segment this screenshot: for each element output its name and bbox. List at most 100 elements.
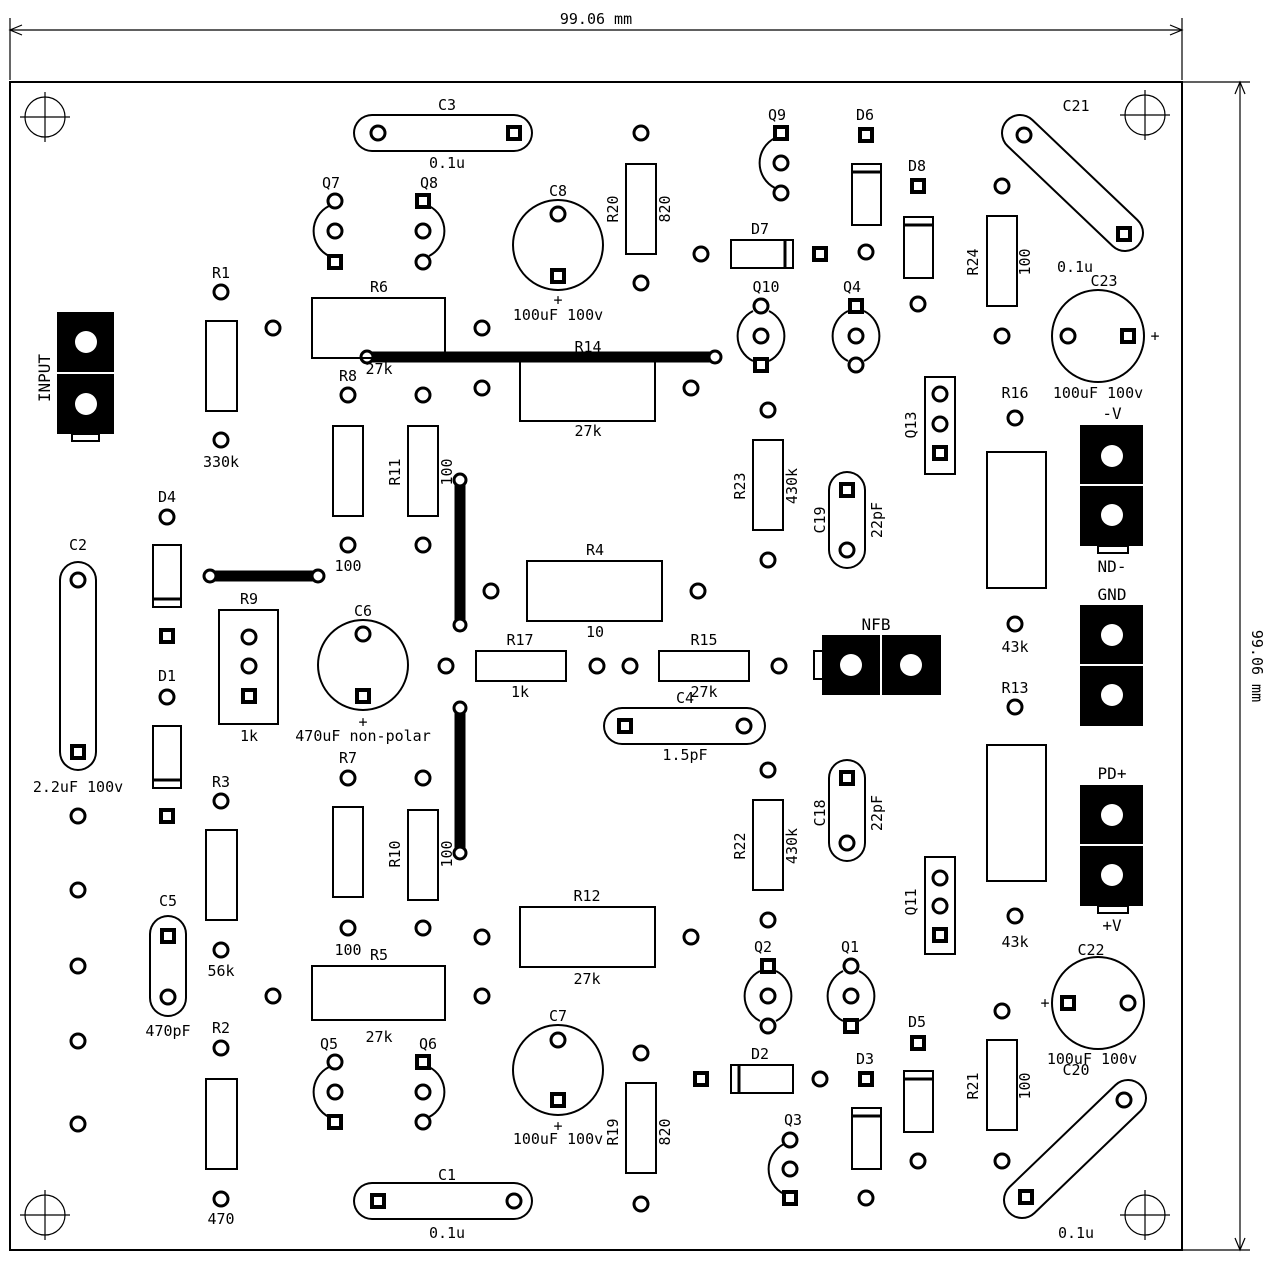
- r11-ref: R11: [386, 458, 404, 485]
- d3-ref: D3: [856, 1050, 874, 1068]
- q8-ref: Q8: [420, 174, 438, 192]
- r5-ref: R5: [370, 946, 388, 964]
- c6-plus: +: [358, 713, 367, 731]
- pad: [212, 792, 230, 810]
- q11-ref: Q11: [902, 888, 920, 915]
- pad: [759, 551, 777, 569]
- jumper-wires: [204, 351, 721, 859]
- r17-ref: R17: [506, 631, 533, 649]
- r11-body: [407, 425, 439, 517]
- r16-value: 43k: [1001, 638, 1028, 656]
- r12-value: 27k: [573, 970, 600, 988]
- height-dimension-label: 99.06 mm: [1248, 630, 1266, 702]
- pad: [1006, 615, 1024, 633]
- q10-ref: Q10: [752, 278, 779, 296]
- q6-ref: Q6: [419, 1035, 437, 1053]
- r16-body: [986, 451, 1047, 589]
- pad: [240, 628, 258, 646]
- pad: [414, 536, 432, 554]
- pad: [931, 415, 949, 433]
- mounting-hole-bottom-left: [20, 1190, 70, 1240]
- pad: [212, 941, 230, 959]
- d7-ref: D7: [751, 220, 769, 238]
- q9-ref: Q9: [768, 106, 786, 124]
- width-dimension-label: 99.06 mm: [560, 10, 632, 28]
- r20-body: [625, 163, 657, 255]
- c3-value: 0.1u: [429, 154, 465, 172]
- pad: [339, 386, 357, 404]
- pad: [326, 192, 344, 210]
- r7-value: 100: [334, 941, 361, 959]
- pad: [759, 911, 777, 929]
- r21-body: [986, 1039, 1018, 1131]
- q8-body: [428, 205, 446, 257]
- q11-body: [924, 856, 956, 955]
- r9-body: [218, 609, 279, 725]
- q1-ref: Q1: [841, 938, 859, 956]
- mounting-hole-bottom-right: [1120, 1190, 1170, 1240]
- r24-ref: R24: [964, 248, 982, 275]
- r1-body: [205, 320, 238, 412]
- pad: [632, 1195, 650, 1213]
- c3-ref: C3: [438, 96, 456, 114]
- r9-value: 1k: [240, 727, 258, 745]
- pad: [857, 1189, 875, 1207]
- pad: [931, 897, 949, 915]
- pad: [931, 385, 949, 403]
- dimension-lines: [8, 18, 1250, 1252]
- r21-value: 100: [1016, 1072, 1034, 1099]
- pad: [842, 987, 860, 1005]
- pad: [682, 379, 700, 397]
- c23-body: [1051, 289, 1145, 383]
- r6-ref: R6: [370, 278, 388, 296]
- d6-ref: D6: [856, 106, 874, 124]
- connector-nfb-label: NFB: [862, 615, 891, 634]
- q10-body: [736, 310, 786, 362]
- component-labels: C3 0.1u C1 0.1u C2 2.2uF 100v C4 1.5pF C…: [33, 96, 1160, 1242]
- pad: [473, 319, 491, 337]
- connector-input: [57, 312, 114, 442]
- board-outline: [9, 81, 1183, 1251]
- c7-body: [512, 1024, 604, 1116]
- pad: [212, 1190, 230, 1208]
- pad: [759, 401, 777, 419]
- pad: [993, 1002, 1011, 1020]
- r8-body: [332, 425, 364, 517]
- r1-value: 330k: [203, 453, 239, 471]
- r22-value: 430k: [783, 828, 801, 864]
- c20-value: 0.1u: [1058, 1224, 1094, 1242]
- d2-body: [730, 1064, 794, 1094]
- pad: [339, 536, 357, 554]
- q5-ref: Q5: [320, 1035, 338, 1053]
- pad: [326, 222, 344, 240]
- pad: [759, 1017, 777, 1035]
- c5-ref: C5: [159, 892, 177, 910]
- pad: [909, 1152, 927, 1170]
- pad: [264, 319, 282, 337]
- pad: [588, 657, 606, 675]
- pad: [240, 657, 258, 675]
- pad: [369, 124, 387, 142]
- pad: [482, 582, 500, 600]
- pad: [857, 243, 875, 261]
- c6-value: 470uF non-polar: [295, 727, 430, 745]
- test-point-2: [69, 881, 87, 899]
- connector-neg-v-label: -V: [1102, 404, 1122, 423]
- r4-ref: R4: [586, 541, 604, 559]
- pad: [1115, 1091, 1133, 1109]
- d5-ref: D5: [908, 1013, 926, 1031]
- pad: [770, 657, 788, 675]
- c8-body: [512, 199, 604, 291]
- r15-value: 27k: [690, 683, 717, 701]
- c1-value: 0.1u: [429, 1224, 465, 1242]
- c22-plus: +: [1040, 994, 1049, 1012]
- q6-body: [428, 1066, 446, 1118]
- r19-ref: R19: [604, 1118, 622, 1145]
- d1-ref: D1: [158, 667, 176, 685]
- c7-plus: +: [553, 1117, 562, 1135]
- q2-ref: Q2: [754, 938, 772, 956]
- c2-ref: C2: [69, 536, 87, 554]
- pad: [437, 657, 455, 675]
- pad: [838, 834, 856, 852]
